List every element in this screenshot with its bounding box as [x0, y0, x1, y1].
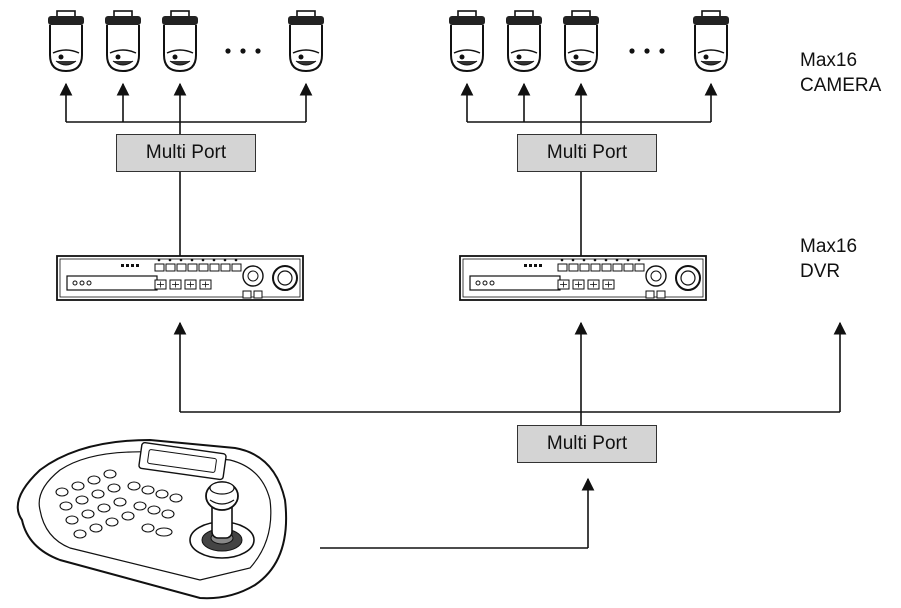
dvr-unit-icon	[460, 256, 706, 300]
dome-camera-icon	[48, 11, 84, 71]
ellipsis-icon	[629, 48, 664, 53]
dome-camera-icon	[693, 11, 729, 71]
multi-port-bottom-label: Multi Port	[547, 433, 627, 455]
ptz-keyboard-controller-icon	[18, 440, 286, 598]
dvr-label-line-1: Max16	[800, 234, 857, 259]
dome-camera-icon	[288, 11, 324, 71]
dome-camera-icon	[162, 11, 198, 71]
distribution-bus	[180, 323, 840, 425]
camera-group-label: Max16 CAMERA	[800, 48, 881, 98]
dome-camera-icon	[563, 11, 599, 71]
ellipsis-icon	[225, 48, 260, 53]
camera-label-line-1: Max16	[800, 48, 881, 73]
multi-port-left: Multi Port	[116, 134, 256, 172]
camera-label-line-2: CAMERA	[800, 73, 881, 98]
multi-port-right-label: Multi Port	[547, 142, 627, 164]
keyboard-link	[320, 479, 588, 548]
multi-port-right: Multi Port	[517, 134, 657, 172]
dvr-label-line-2: DVR	[800, 259, 857, 284]
multi-port-left-label: Multi Port	[146, 142, 226, 164]
dome-camera-icon	[449, 11, 485, 71]
dome-camera-icon	[506, 11, 542, 71]
left-camera-bus	[66, 84, 306, 134]
right-camera-group	[449, 11, 729, 71]
dvr-unit-icon	[57, 256, 303, 300]
right-camera-bus	[467, 84, 711, 134]
multi-port-bottom: Multi Port	[517, 425, 657, 463]
left-camera-group	[48, 11, 324, 71]
dome-camera-icon	[105, 11, 141, 71]
dvr-group-label: Max16 DVR	[800, 234, 857, 284]
